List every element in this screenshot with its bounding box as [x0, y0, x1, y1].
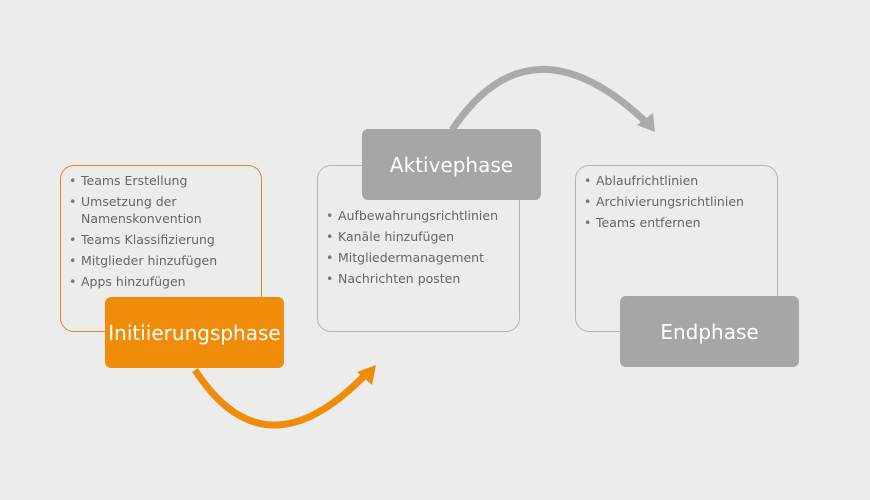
list-item: Umsetzung der Namenskonvention: [67, 193, 251, 227]
end-items: Ablaufrichtlinien Archivierungsrichtlini…: [582, 172, 769, 231]
list-item: Mitglieder hinzufügen: [67, 252, 251, 269]
initiierung-label: Initiierungsphase: [105, 297, 284, 368]
list-item: Teams Klassifizierung: [67, 231, 251, 248]
list-item: Ablaufrichtlinien: [582, 172, 769, 189]
arrow-initiierung-to-aktive: [192, 368, 369, 429]
initiierung-items: Teams Erstellung Umsetzung der Namenskon…: [67, 172, 251, 290]
arrow-initiierung-to-aktive-head: [357, 365, 376, 385]
list-item: Teams Erstellung: [67, 172, 251, 189]
end-card: Ablaufrichtlinien Archivierungsrichtlini…: [575, 165, 778, 332]
list-item: Kanäle hinzufügen: [324, 228, 511, 245]
arrow-aktive-to-end: [449, 65, 649, 132]
list-item: Nachrichten posten: [324, 270, 511, 287]
aktive-label: Aktivephase: [362, 129, 541, 200]
arrow-aktive-to-end-head: [637, 113, 655, 132]
list-item: Apps hinzufügen: [67, 273, 251, 290]
aktive-items: Aufbewahrungsrichtlinien Kanäle hinzufüg…: [324, 207, 511, 287]
list-item: Aufbewahrungsrichtlinien: [324, 207, 511, 224]
end-label: Endphase: [620, 296, 799, 367]
list-item: Mitgliedermanagement: [324, 249, 511, 266]
list-item: Archivierungsrichtlinien: [582, 193, 769, 210]
initiierung-card: Teams Erstellung Umsetzung der Namenskon…: [60, 165, 262, 332]
list-item: Teams entfernen: [582, 214, 769, 231]
